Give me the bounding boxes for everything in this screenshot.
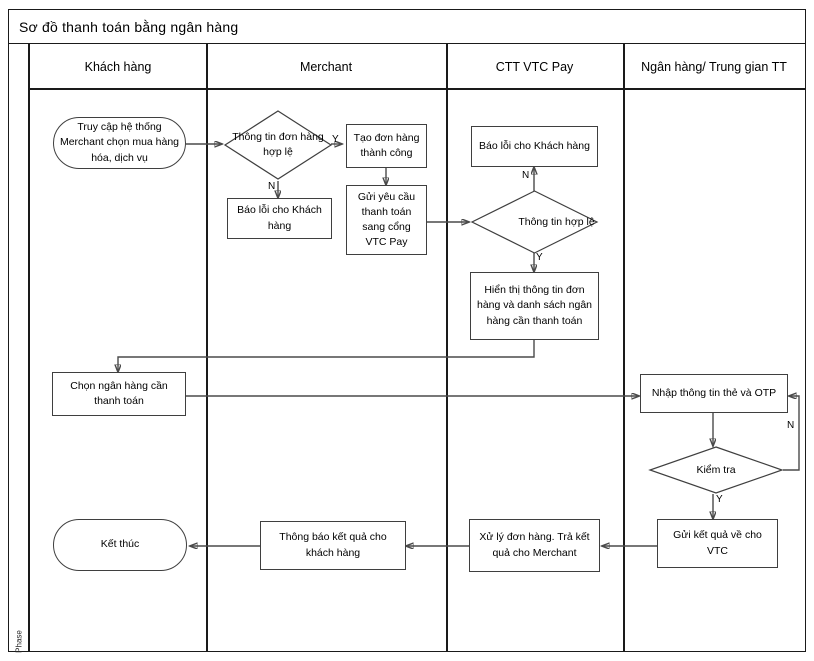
edge-label-check-order-yes: Y [332,134,339,145]
diamond-shape [648,446,784,494]
lane-divider-2 [446,44,448,652]
node-vtc-error-label: Báo lỗi cho Khách hàng [479,139,590,152]
node-check-info[interactable]: Thông tin hợp lệ [470,190,599,254]
phase-gutter: Phase [9,44,30,653]
node-vtc-error[interactable]: Báo lỗi cho Khách hàng [471,126,598,167]
node-process-order[interactable]: Xử lý đơn hàng. Trả kết quả cho Merchant [469,519,600,572]
node-send-result-label: Gửi kết quả về cho VTC [673,529,762,557]
node-check-order[interactable]: Thông tin đơn hàng hợp lệ [223,110,333,180]
node-end[interactable]: Kết thúc [53,519,187,571]
diagram-title-bar: Sơ đồ thanh toán bằng ngân hàng [9,10,805,44]
edge-label-verify-no: N [787,420,795,431]
lane-header-vtcpay: CTT VTC Pay [495,60,574,74]
node-start[interactable]: Truy cập hệ thống Merchant chọn mua hàng… [53,117,186,169]
node-show-info-label: Hiển thị thông tin đơn hàng và danh sách… [476,284,592,327]
node-merchant-error[interactable]: Báo lỗi cho Khách hàng [227,198,332,239]
node-start-label: Truy cập hệ thống Merchant chọn mua hàng… [59,121,180,164]
node-process-order-label: Xử lý đơn hàng. Trả kết quả cho Merchant [479,531,590,559]
node-order-created[interactable]: Tạo đơn hàng thành công [346,124,427,168]
diamond-shape [223,110,333,180]
lane-header-row: Khách hàng Merchant CTT VTC Pay Ngân hàn… [30,44,805,90]
node-notify[interactable]: Thông báo kết quả cho khách hàng [260,521,406,570]
node-merchant-error-label: Báo lỗi cho Khách hàng [237,204,322,232]
diagram-border [8,9,806,652]
node-send-request-label: Gửi yêu cầu thanh toán sang cổng VTC Pay [357,190,416,249]
lane-divider-3 [623,44,625,652]
page-title: Sơ đồ thanh toán bằng ngân hàng [19,18,239,35]
node-enter-card-label: Nhập thông tin thẻ và OTP [651,386,777,399]
node-choose-bank-label: Chọn ngân hàng cần thanh toán [70,379,168,407]
edge-label-check-info-no: N [522,170,530,181]
node-enter-card[interactable]: Nhập thông tin thẻ và OTP [640,374,788,413]
node-verify[interactable]: Kiểm tra [648,446,784,494]
node-send-request[interactable]: Gửi yêu cầu thanh toán sang cổng VTC Pay [346,185,427,255]
diamond-shape [470,190,599,254]
edge-label-check-order-no: N [268,181,276,192]
node-choose-bank[interactable]: Chọn ngân hàng cần thanh toán [52,372,186,416]
lane-header-bank: Ngân hàng/ Trung gian TT [641,60,787,74]
lane-divider-1 [206,44,208,652]
node-end-label: Kết thúc [100,538,140,551]
node-notify-label: Thông báo kết quả cho khách hàng [279,531,387,559]
node-send-result[interactable]: Gửi kết quả về cho VTC [657,519,778,568]
edge-label-check-info-yes: Y [536,252,543,263]
edge-label-verify-yes: Y [716,494,723,505]
lane-header-merchant: Merchant [299,60,353,74]
node-order-created-label: Tạo đơn hàng thành công [353,131,420,159]
phase-label: Phase [14,630,24,653]
node-show-info[interactable]: Hiển thị thông tin đơn hàng và danh sách… [470,272,599,340]
lane-header-customer: Khách hàng [84,60,152,74]
